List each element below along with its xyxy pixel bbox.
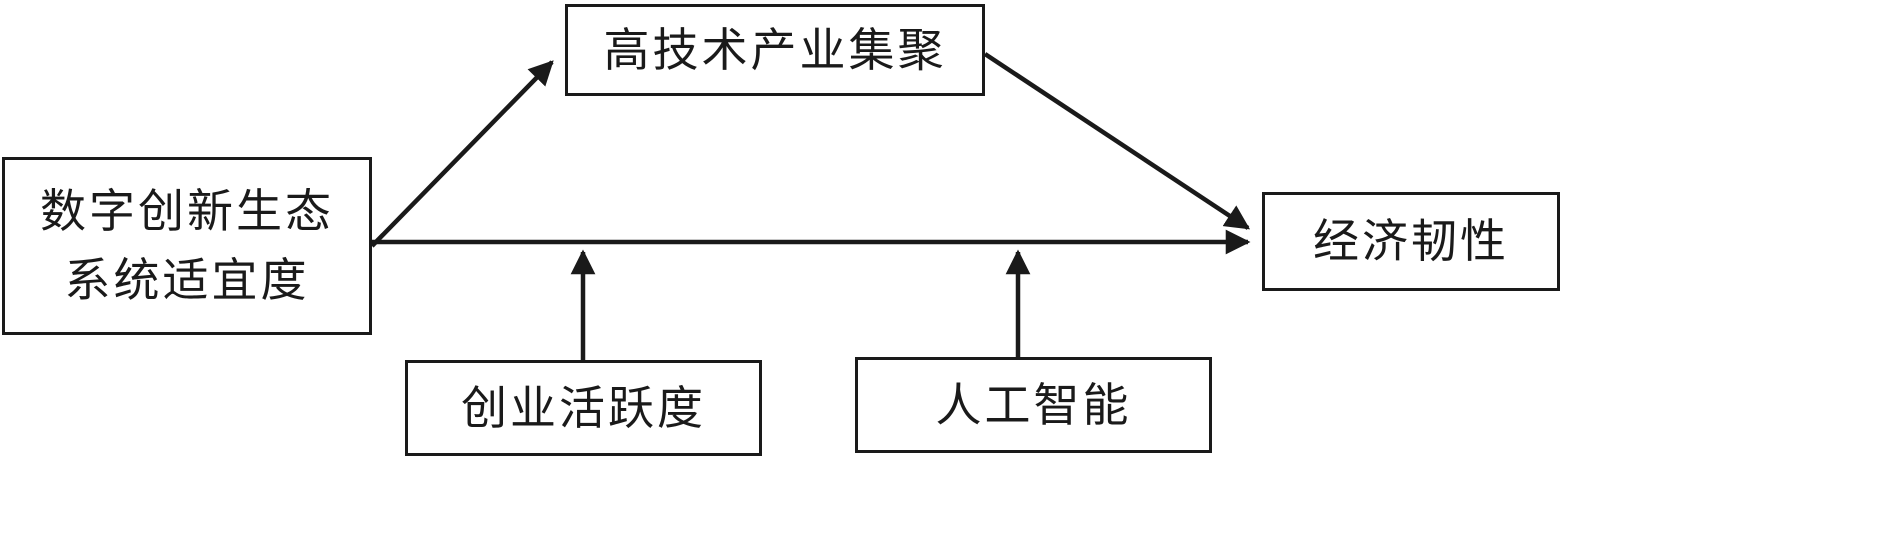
arrow-left-to-top [370,60,554,248]
node-label: 高技术产业集聚 [603,24,947,76]
node-entrepreneurial-activity: 创业活跃度 [405,360,762,456]
node-label-line2: 系统适宜度 [64,255,310,306]
node-artificial-intelligence: 人工智能 [855,357,1212,453]
node-label: 人工智能 [935,379,1132,431]
node-digital-innovation-ecosystem-suitability: 数字创新生态 系统适宜度 [2,157,372,335]
node-hightech-industry-agglomeration: 高技术产业集聚 [565,4,985,96]
node-label: 经济韧性 [1313,216,1509,267]
node-economic-resilience: 经济韧性 [1262,192,1560,291]
node-label: 创业活跃度 [461,382,706,434]
arrow-top-to-right [983,52,1251,230]
node-label-line1: 数字创新生态 [40,186,334,237]
